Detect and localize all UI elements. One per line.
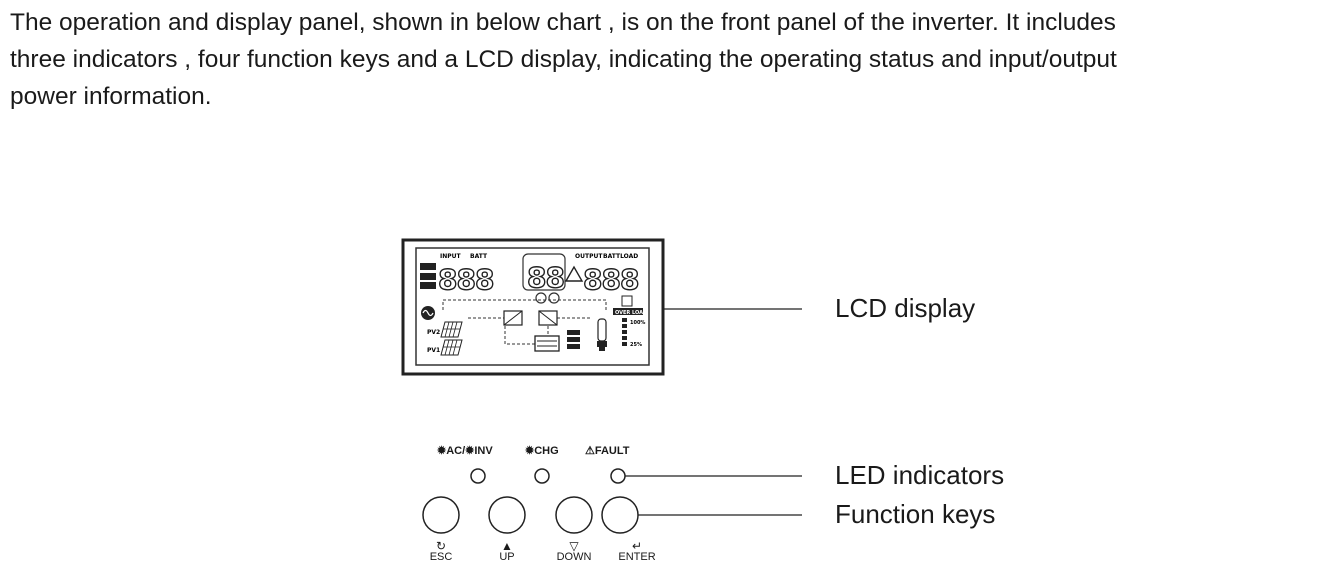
enter-key[interactable] [601, 496, 639, 534]
load-bulb-icon [597, 318, 607, 351]
lcd-output-label: OUTPUT [575, 253, 603, 260]
pct25-label: 25% [630, 342, 642, 348]
up-key-label: ▲ UP [477, 540, 537, 563]
ac-inv-led [470, 468, 486, 484]
intro-paragraph: The operation and display panel, shown i… [10, 4, 1340, 115]
check-icon [548, 292, 560, 304]
ac-inv-led-label: ✹AC/✹INV [437, 445, 493, 457]
lcd-display: INPUT BATT OUTPUT BATTLOAD 888 88 888 [401, 238, 665, 376]
enter-key-label: ↵ ENTER [607, 540, 667, 563]
keys-callout: Function keys [835, 499, 996, 529]
sun-icon: ✹ [525, 445, 535, 457]
esc-key[interactable] [422, 496, 460, 534]
pct100-label: 100% [630, 320, 645, 326]
mid-digits: 88 [527, 261, 564, 294]
pv1-badge [420, 282, 436, 289]
down-key[interactable] [555, 496, 593, 534]
pv-panel-icon [440, 321, 463, 356]
lcd-callout: LCD display [835, 293, 976, 323]
up-key[interactable] [488, 496, 526, 534]
mute-icon [535, 292, 547, 304]
settings-icon [621, 295, 633, 307]
enter-icon: ↵ [631, 539, 643, 553]
right-digits: 888 [583, 263, 638, 296]
overload-badge [613, 308, 643, 315]
pv1-label: PV1 [427, 347, 440, 354]
intro-line-1: The operation and display panel, shown i… [10, 9, 1116, 36]
lcd-battload-label: BATTLOAD [603, 253, 638, 260]
lcd-batt-label: BATT [470, 253, 488, 260]
intro-line-2: three indicators , four function keys an… [10, 46, 1117, 73]
lcd-input-label: INPUT [440, 253, 462, 260]
warning-icon: ⚠ [585, 445, 595, 457]
pv2-badge [420, 273, 436, 280]
load-bar-icon [622, 318, 627, 346]
ac-badge [420, 263, 436, 270]
fault-led [610, 468, 626, 484]
down-arrow-icon: ▽ [569, 539, 579, 553]
pv2-label: PV2 [427, 329, 440, 336]
intro-line-3: power information. [10, 83, 212, 110]
sun-icon: ✹ [437, 445, 447, 457]
esc-key-label: ↻ ESC [411, 540, 471, 563]
chg-led [534, 468, 550, 484]
lcd-warning-icon [564, 265, 584, 282]
battery-icon [534, 335, 560, 352]
left-digits: 888 [438, 263, 493, 296]
mid-digits-frame [522, 253, 566, 291]
chg-led-label: ✹CHG [525, 445, 559, 457]
led-callout: LED indicators [835, 460, 1005, 490]
up-arrow-icon: ▲ [501, 539, 513, 553]
fault-led-label: ⚠FAULT [585, 445, 630, 457]
down-key-label: ▽ DOWN [544, 540, 604, 563]
overload-label: OVER LOAD [615, 310, 647, 316]
refresh-icon: ↻ [435, 539, 447, 553]
